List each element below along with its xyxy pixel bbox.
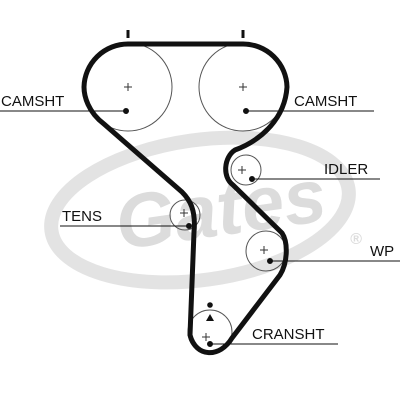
camshaft-left-label: CAMSHT <box>1 93 64 110</box>
leader-lines <box>0 108 400 347</box>
camshaft-right-label: CAMSHT <box>294 93 357 110</box>
idler-pulley <box>230 154 262 186</box>
camshaft-left-leader-dot <box>123 108 129 114</box>
idler-centre <box>238 166 246 174</box>
camshaft-right-leader-dot <box>243 108 249 114</box>
camshaft-right-centre <box>239 83 247 91</box>
tensioner-label: TENS <box>62 208 102 225</box>
crankshaft-leader-dot <box>207 341 213 347</box>
crankshaft-label: CRANSHT <box>252 326 325 343</box>
timing-marks <box>126 30 245 38</box>
water-pump-centre <box>260 246 268 254</box>
labels: CAMSHT CAMSHT IDLER TENS WP CRANSHT <box>1 93 394 343</box>
crankshaft-timing-marks <box>206 302 214 321</box>
idler-leader-dot <box>249 176 255 182</box>
timing-belt <box>81 41 290 356</box>
watermark-oval <box>44 130 356 290</box>
tensioner-pulley <box>169 199 201 231</box>
watermark-registered-mark: ® <box>350 231 362 248</box>
pulley-centres <box>124 83 268 341</box>
idler-label: IDLER <box>324 161 368 178</box>
crankshaft-timing-arrow <box>206 314 214 321</box>
tensioner-centre <box>180 209 188 217</box>
water-pump-label: WP <box>370 243 394 260</box>
camshaft-left-centre <box>124 83 132 91</box>
crankshaft-timing-dot <box>207 302 213 308</box>
gates-watermark: Gates ® <box>44 130 362 290</box>
water-pump-leader-dot <box>267 258 273 264</box>
tensioner-leader-dot <box>186 223 192 229</box>
crankshaft-centre <box>202 333 210 341</box>
